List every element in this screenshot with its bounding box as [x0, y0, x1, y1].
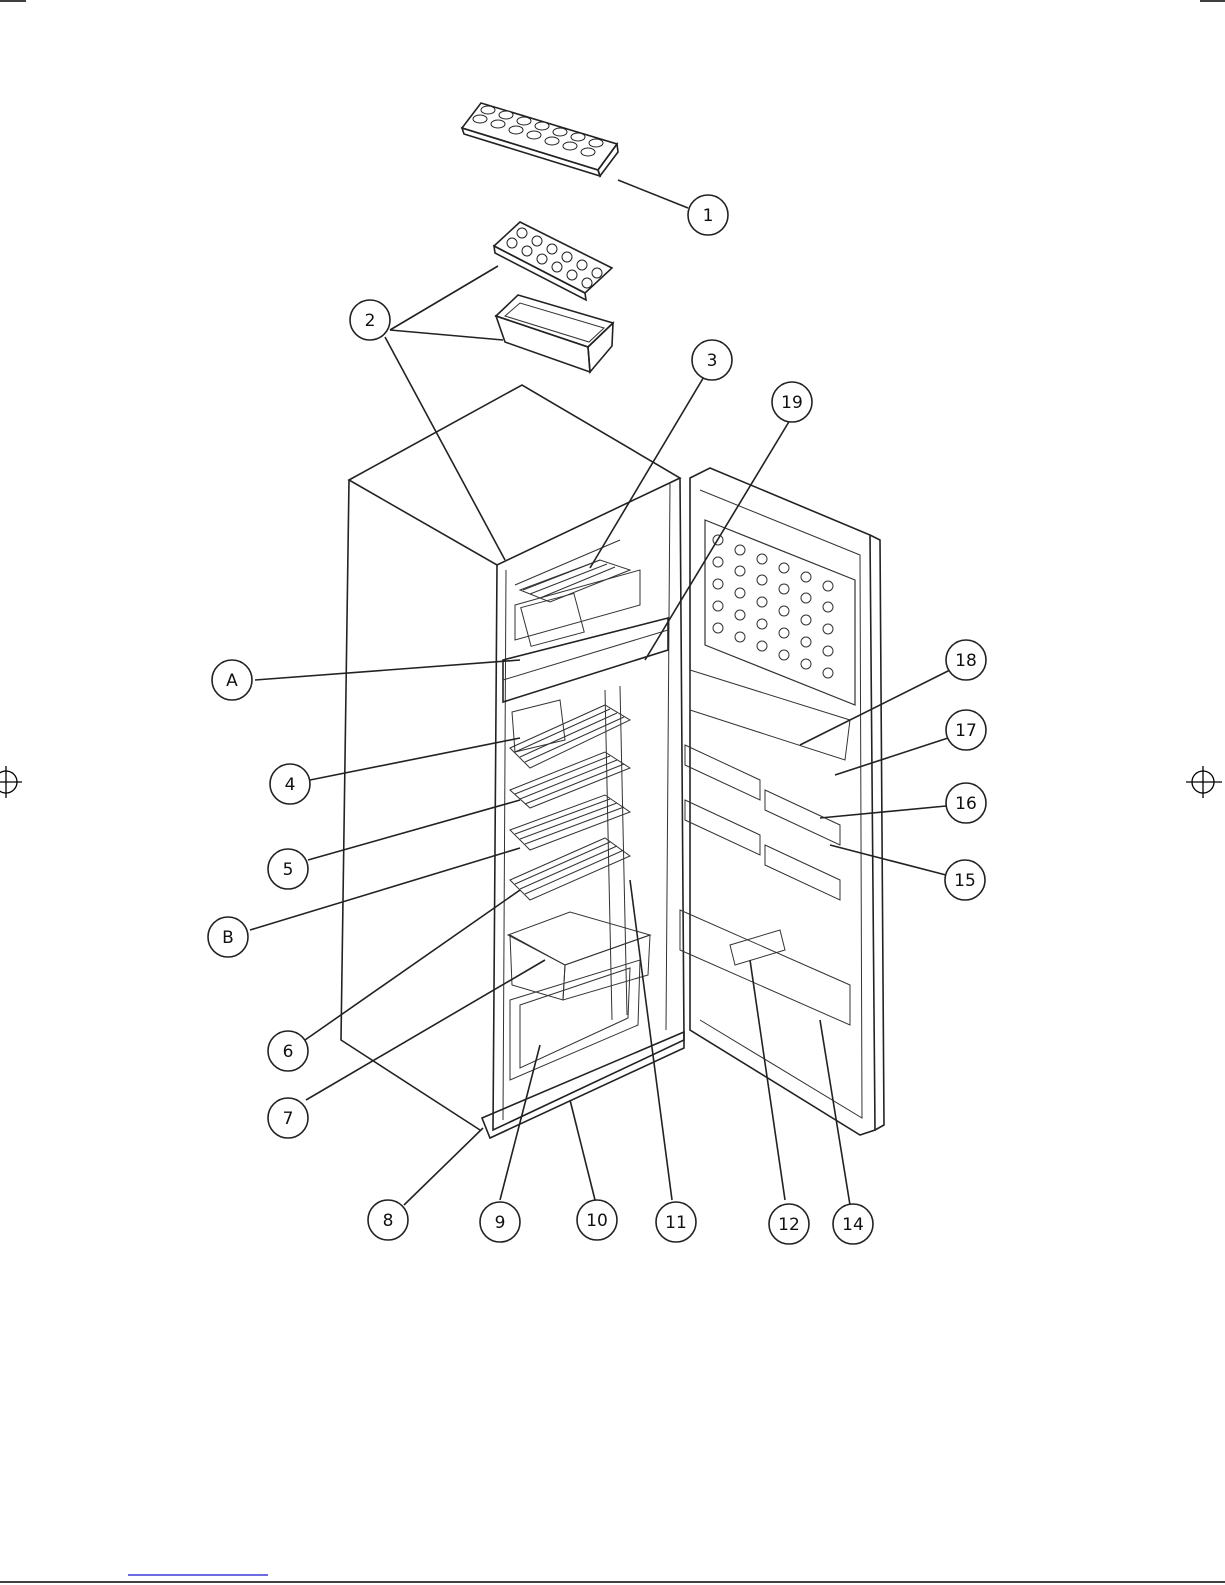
callout-16-label: 16	[955, 794, 977, 814]
callout-9: 9	[480, 1202, 520, 1242]
callout-15: 15	[945, 860, 985, 900]
callout-3-label: 3	[707, 351, 718, 371]
callout-8: 8	[368, 1200, 408, 1240]
callout-6-label: 6	[283, 1042, 294, 1062]
door-bin-upper-left	[685, 745, 760, 800]
callout-17-label: 17	[955, 721, 977, 741]
callout-9-label: 9	[495, 1213, 506, 1233]
bottom-drawer	[510, 960, 640, 1080]
callouts: 1 2 3 19 A 18 17 4	[208, 195, 986, 1244]
callout-1-label: 1	[703, 206, 714, 226]
butter-compartment	[690, 670, 850, 760]
registration-mark-right	[1186, 766, 1222, 798]
callout-5: 5	[268, 849, 308, 889]
freezer-box	[496, 295, 613, 372]
callout-2: 2	[350, 300, 390, 340]
callout-7: 7	[268, 1098, 308, 1138]
callout-10: 10	[577, 1200, 617, 1240]
callout-12: 12	[769, 1204, 809, 1244]
egg-tray	[494, 222, 612, 300]
callout-16: 16	[946, 783, 986, 823]
callout-2-label: 2	[365, 311, 376, 331]
callout-7-label: 7	[283, 1109, 294, 1129]
callout-12-label: 12	[778, 1215, 800, 1235]
ice-tray	[462, 103, 618, 176]
callout-15-label: 15	[954, 871, 976, 891]
callout-19-label: 19	[781, 393, 803, 413]
crisper-drawer	[508, 912, 650, 1000]
callout-18: 18	[946, 640, 986, 680]
fridge-shelf-upper	[510, 705, 630, 768]
callout-B-label: B	[222, 928, 234, 948]
callout-4-label: 4	[285, 775, 296, 795]
callout-5-label: 5	[283, 860, 294, 880]
callout-8-label: 8	[383, 1211, 394, 1231]
door	[680, 468, 884, 1135]
callout-19: 19	[772, 382, 812, 422]
callout-B: B	[208, 917, 248, 957]
callout-11: 11	[656, 1202, 696, 1242]
kick-plate	[482, 1032, 684, 1138]
thermostat-housing	[512, 700, 565, 752]
callout-14-label: 14	[842, 1215, 864, 1235]
callout-A-label: A	[226, 671, 238, 691]
callout-3: 3	[692, 340, 732, 380]
callout-18-label: 18	[955, 651, 977, 671]
callout-10-label: 10	[586, 1211, 608, 1231]
callout-4: 4	[270, 764, 310, 804]
callout-1: 1	[688, 195, 728, 235]
callout-14: 14	[833, 1204, 873, 1244]
door-dimples	[713, 535, 833, 678]
callout-17: 17	[946, 710, 986, 750]
registration-mark-left	[0, 766, 22, 798]
bottle-shelf	[680, 910, 850, 1025]
callout-11-label: 11	[665, 1213, 687, 1233]
door-bin-middle-left	[685, 800, 760, 855]
door-bin-middle-right	[765, 845, 840, 900]
callout-A: A	[212, 660, 252, 700]
callout-6: 6	[268, 1031, 308, 1071]
